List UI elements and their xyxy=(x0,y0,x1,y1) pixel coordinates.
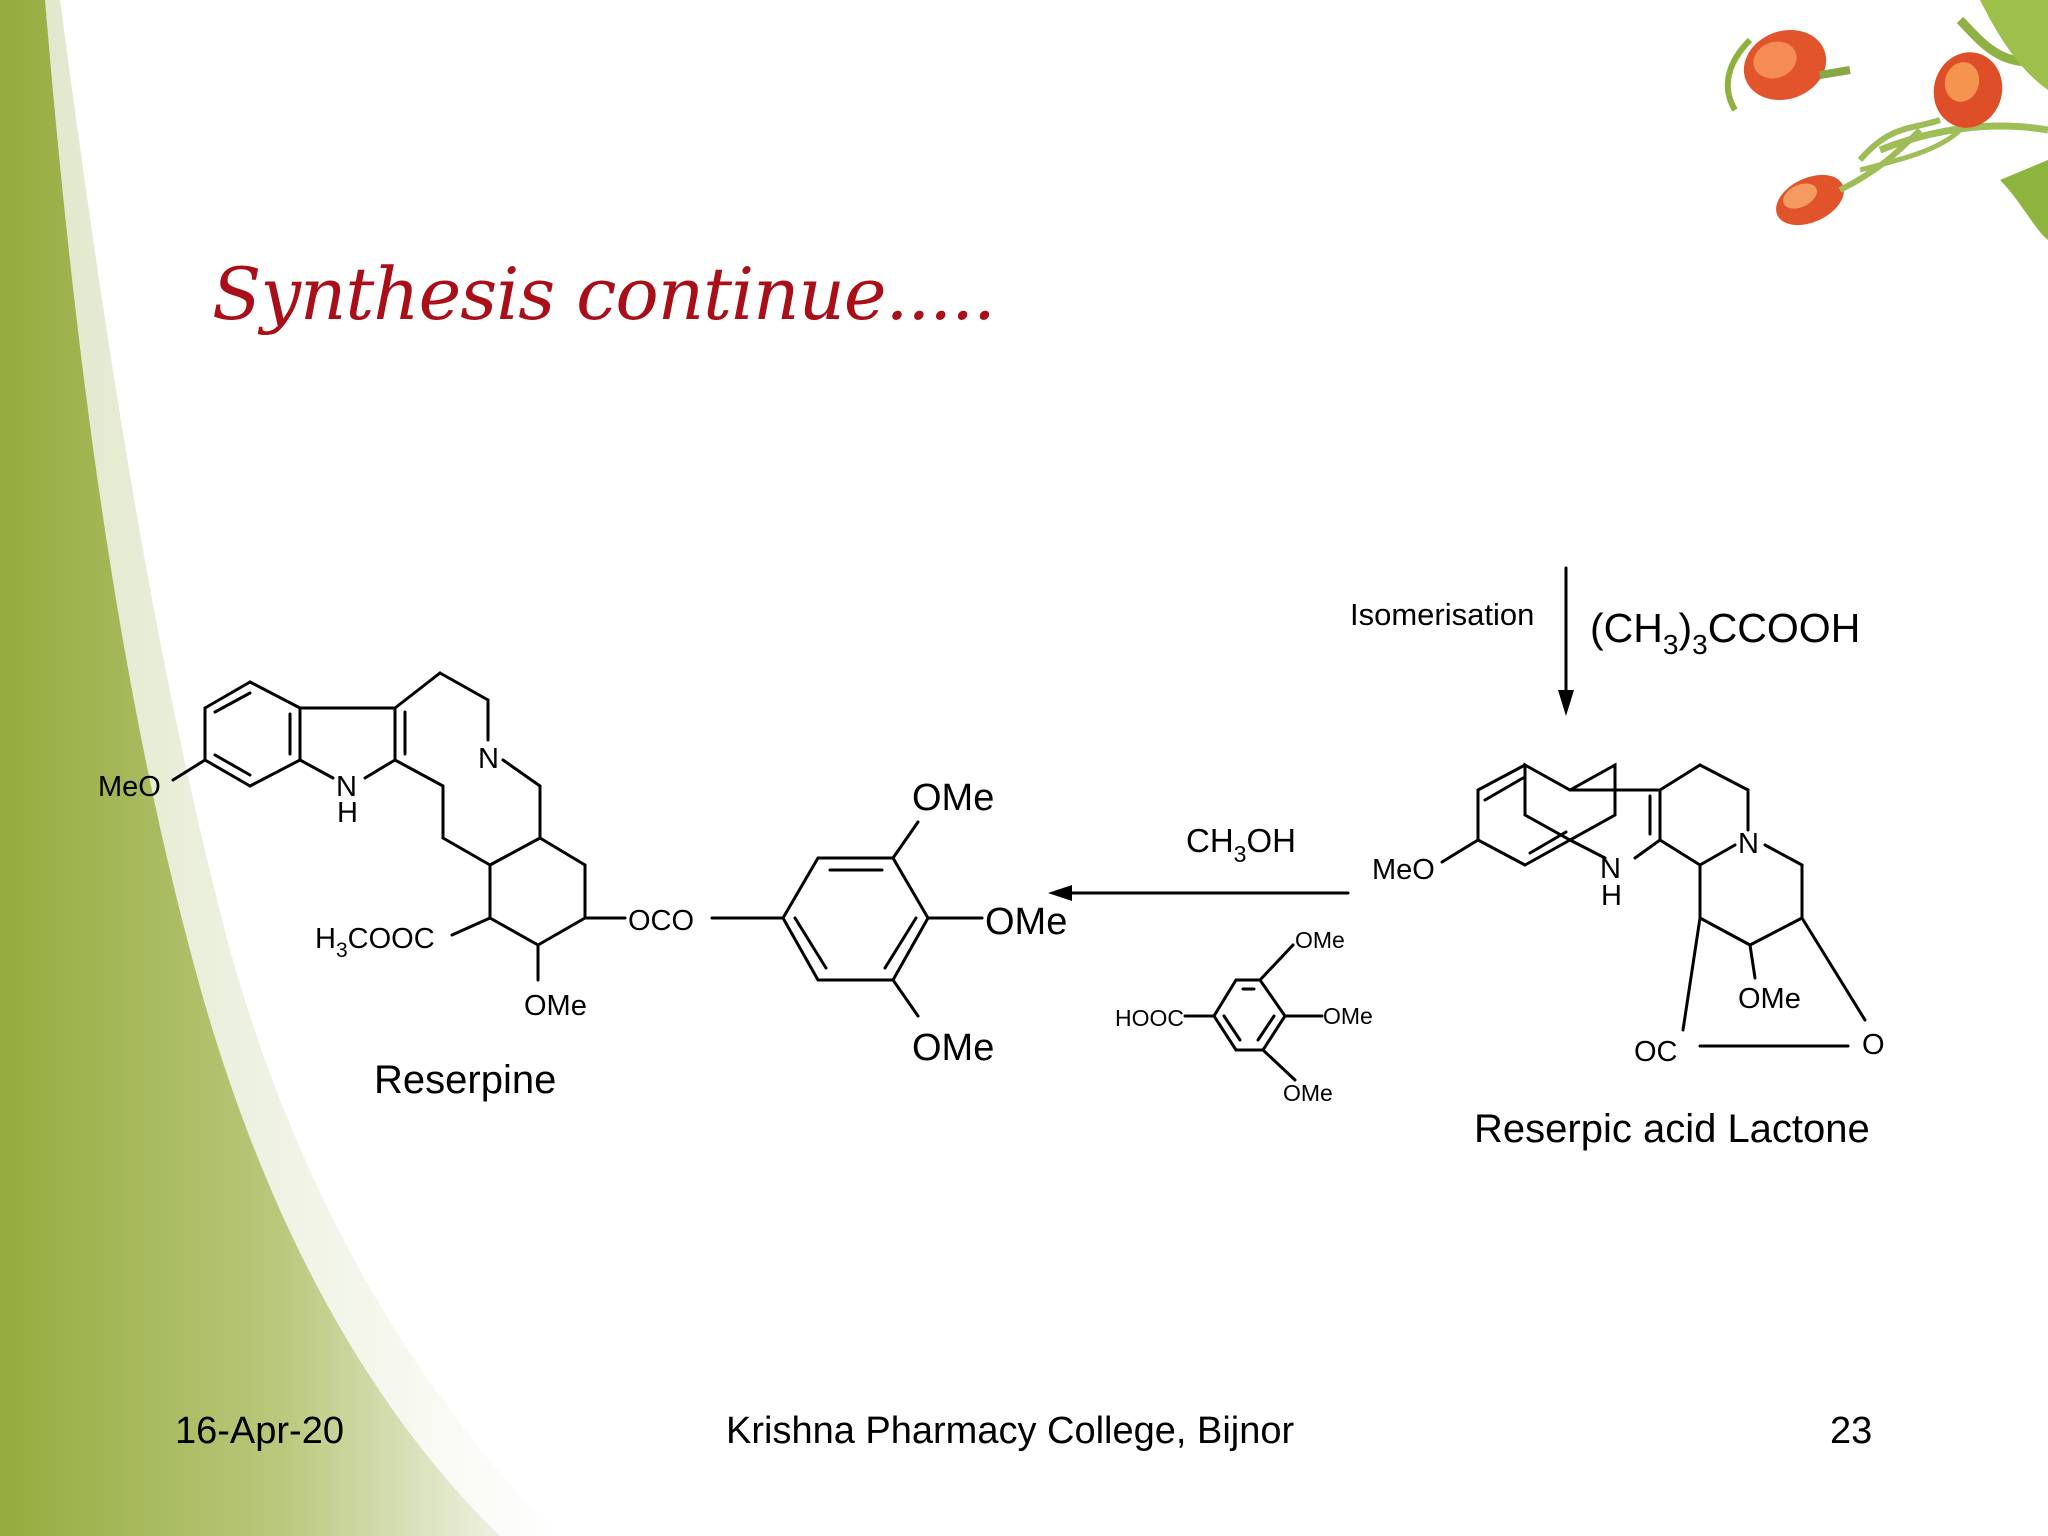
footer-page-number: 23 xyxy=(1830,1410,1873,1452)
acid-ome-top-label: OMe xyxy=(1295,927,1345,953)
reserpine-meo-label: MeO xyxy=(98,771,161,803)
lactone-n-label: N xyxy=(1738,828,1759,860)
aryl-ome-bot-label: OMe xyxy=(912,1027,994,1069)
footer-date: 16-Apr-20 xyxy=(175,1410,344,1452)
reserpine-nh-n-label: N xyxy=(336,771,357,803)
isomerisation-step: Isomerisation (CH3)3CCOOH xyxy=(1350,566,1860,716)
methanol-reagent: CH3OH xyxy=(1186,822,1296,867)
acid-ome-mid-label: OMe xyxy=(1323,1003,1373,1029)
step1-reagent: (CH3)3CCOOH xyxy=(1590,605,1860,660)
reserpine-ome-label: OMe xyxy=(524,990,587,1022)
lactone-nh-n-label: N xyxy=(1600,853,1621,885)
aryl-ome-mid-label: OMe xyxy=(985,901,1067,943)
slide-title: Synthesis continue..... xyxy=(212,252,996,336)
reserpine-ester-label: H3COOC xyxy=(315,923,435,962)
lactone-ome-label: OMe xyxy=(1738,983,1801,1015)
reserpic-acid-lactone-structure: MeO N N H OMe OC O Reserpic acid Lactone xyxy=(1372,762,1885,1151)
reserpine-n-label: N xyxy=(478,743,499,775)
tulip-flower-decoration-icon xyxy=(1724,0,2048,240)
reserpine-name: Reserpine xyxy=(374,1058,556,1102)
lactone-oc-label: OC xyxy=(1634,1036,1678,1068)
reserpine-structure: MeO N N H H3COOC OMe OCO OMe OMe OMe Res… xyxy=(98,671,1067,1102)
esterification-step: CH3OH HOOC OMe OMe OMe xyxy=(1048,822,1373,1106)
reserpine-nh-h-label: H xyxy=(337,797,358,829)
green-swoosh xyxy=(0,0,500,1536)
reserpine-oco-label: OCO xyxy=(628,905,694,937)
lactone-o-label: O xyxy=(1862,1029,1885,1061)
lactone-nh-h-label: H xyxy=(1601,880,1622,912)
aryl-ome-top-label: OMe xyxy=(912,777,994,819)
hooc-label: HOOC xyxy=(1115,1005,1184,1031)
isomerisation-label: Isomerisation xyxy=(1350,597,1534,632)
lactone-name: Reserpic acid Lactone xyxy=(1474,1107,1870,1151)
lactone-meo-label: MeO xyxy=(1372,854,1435,886)
acid-ome-bot-label: OMe xyxy=(1283,1080,1333,1106)
footer-institution: Krishna Pharmacy College, Bijnor xyxy=(726,1410,1295,1452)
